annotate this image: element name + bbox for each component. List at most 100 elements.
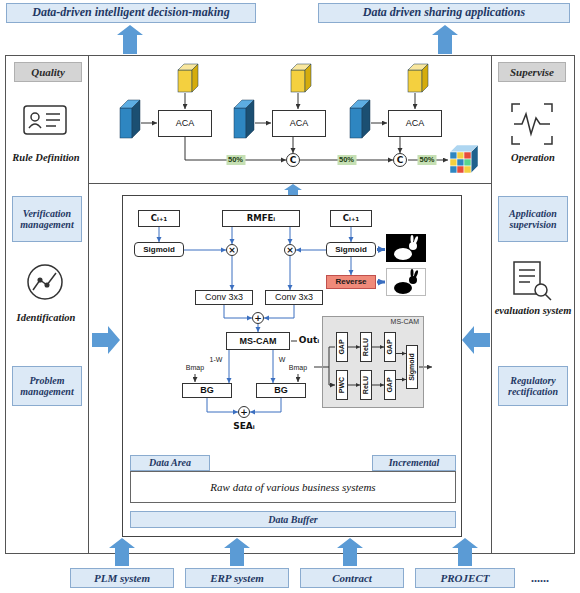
module-box: RMFEᵢ bbox=[222, 210, 300, 227]
block-arrow bbox=[452, 538, 478, 566]
chart-icon bbox=[33, 273, 56, 290]
node-text: Data-driven intelligent decision-making bbox=[32, 6, 229, 20]
connector bbox=[290, 256, 291, 290]
block-arrow bbox=[462, 326, 490, 354]
flow-arrow bbox=[291, 341, 297, 342]
flow-arrow bbox=[141, 93, 448, 385]
node-text: MS-CAM bbox=[240, 336, 277, 346]
data-box: Incremental bbox=[372, 455, 456, 471]
node-text: Reverse bbox=[335, 277, 366, 286]
node-text: Cᵢ₊₁ bbox=[343, 214, 359, 224]
annotation-label: ...... bbox=[531, 571, 549, 586]
rabbit-mask bbox=[411, 235, 414, 243]
frame bbox=[123, 196, 462, 537]
chart-icon bbox=[28, 265, 62, 299]
node-text: Application supervision bbox=[502, 208, 564, 231]
output-cube bbox=[471, 145, 478, 173]
layer-box: ReLU bbox=[360, 370, 372, 400]
node-text: Incremental bbox=[389, 457, 440, 469]
flow-arrow bbox=[185, 93, 186, 109]
block-arrow bbox=[284, 184, 302, 195]
node-text: Verification management bbox=[16, 208, 78, 231]
annotation-label: 50% bbox=[417, 155, 436, 165]
output-cube bbox=[450, 159, 457, 166]
sigmoid-box: Sigmoid bbox=[326, 242, 376, 257]
document-icon bbox=[514, 262, 551, 300]
node-text: BG bbox=[274, 385, 288, 395]
flow-arrow bbox=[415, 93, 416, 109]
connector bbox=[232, 256, 233, 290]
feature-cube bbox=[246, 100, 254, 138]
output-box: Data driven sharing applications bbox=[318, 3, 570, 23]
document-icon bbox=[545, 294, 551, 300]
node-text: ACA bbox=[290, 118, 309, 128]
layer-box: GAP bbox=[384, 332, 396, 362]
node-text: PWC bbox=[338, 377, 346, 393]
frame bbox=[6, 56, 575, 554]
node-text: ReLU bbox=[362, 376, 370, 394]
id-card-icon bbox=[29, 124, 41, 128]
function-box: Problem management bbox=[12, 366, 82, 406]
layer-box: GAP bbox=[336, 332, 348, 362]
annotation-label: 1-W bbox=[210, 356, 223, 363]
arrowhead bbox=[250, 410, 255, 415]
layer-box: GAP bbox=[384, 370, 396, 400]
mask-arrow bbox=[377, 248, 385, 251]
pulse-icon bbox=[514, 114, 550, 134]
block-arrow bbox=[432, 25, 458, 54]
rabbit-mask bbox=[394, 248, 412, 260]
node-text: Contract bbox=[332, 572, 372, 585]
layer-box: ReLU bbox=[360, 332, 372, 362]
document-icon bbox=[519, 275, 535, 277]
connector bbox=[184, 250, 226, 251]
block-arrow bbox=[337, 538, 363, 566]
sigmoid-box: Sigmoid bbox=[134, 242, 184, 257]
feature-cube bbox=[120, 108, 132, 138]
node-text: Problem management bbox=[16, 375, 78, 398]
layer-box: PWC bbox=[336, 370, 348, 400]
annotation-label: Rule Definition bbox=[12, 152, 79, 164]
block-arrow bbox=[117, 25, 143, 54]
node-text: PROJECT bbox=[441, 572, 490, 585]
feature-cube bbox=[132, 100, 140, 138]
flow-arrow bbox=[298, 93, 299, 109]
node-text: Conv 3x3 bbox=[275, 292, 313, 302]
pulse-icon bbox=[512, 104, 552, 144]
feature-cube bbox=[305, 64, 311, 92]
data-band: Raw data of various business systems bbox=[130, 471, 456, 503]
rabbit-mask bbox=[386, 234, 426, 262]
frame bbox=[89, 183, 491, 184]
operator-circle: C bbox=[286, 153, 300, 167]
operator-circle: × bbox=[226, 244, 238, 256]
node-text: Sigmoid bbox=[335, 245, 367, 254]
function-box: Verification management bbox=[12, 196, 82, 242]
chart-icon bbox=[38, 278, 42, 282]
node-text: Sigmoid bbox=[408, 353, 416, 381]
module-box: Conv 3x3 bbox=[195, 290, 253, 305]
flow-arrow bbox=[419, 367, 432, 368]
module-box: ACA bbox=[272, 110, 326, 137]
document-icon bbox=[519, 269, 535, 271]
feature-cube bbox=[178, 70, 192, 92]
annotation-label: Bmap bbox=[289, 364, 307, 371]
rabbit-mask bbox=[387, 269, 426, 296]
annotation-label: evaluation system bbox=[494, 305, 572, 317]
operator-circle: + bbox=[252, 312, 264, 324]
module-box: Conv 3x3 bbox=[265, 290, 323, 305]
annotation-label: Bmap bbox=[186, 364, 204, 371]
output-cube bbox=[464, 166, 471, 173]
annotation-label: Outᵢ bbox=[299, 335, 319, 345]
id-card-icon bbox=[24, 106, 66, 134]
feature-cube bbox=[362, 100, 370, 138]
module-box: BG bbox=[182, 383, 232, 398]
id-card-icon bbox=[46, 113, 60, 115]
node-text: C bbox=[290, 156, 297, 165]
data-box: Data Area bbox=[130, 455, 210, 471]
id-card-icon bbox=[24, 106, 66, 134]
node-text: Raw data of various business systems bbox=[210, 481, 375, 494]
node-text: + bbox=[240, 408, 248, 417]
source-system-box: PROJECT bbox=[415, 568, 515, 588]
flow-arrow bbox=[298, 374, 299, 382]
output-cube bbox=[450, 166, 457, 173]
function-box: Regulatory rectification bbox=[498, 366, 568, 406]
